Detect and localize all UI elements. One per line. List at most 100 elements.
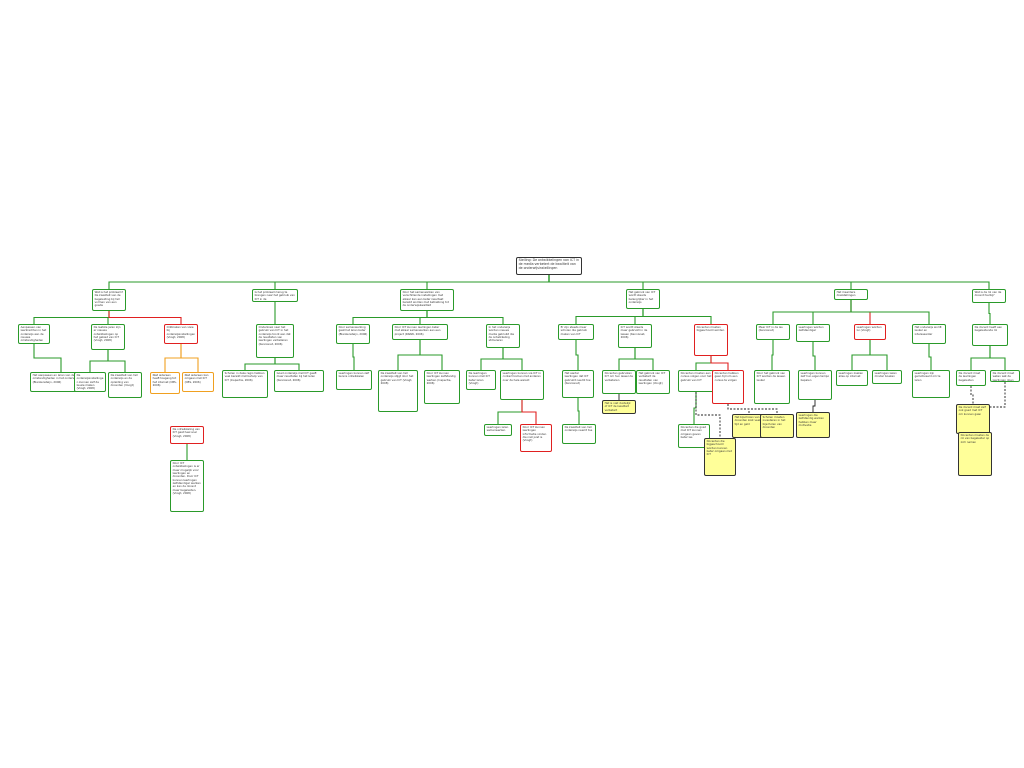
connector-line — [548, 275, 852, 289]
mind-map-node[interactable]: De docent moet weten wat de leerlingen d… — [990, 370, 1020, 382]
mind-map-node[interactable]: Docenten hebben geen tijd om een cursus … — [712, 370, 744, 404]
mind-map-node[interactable]: De docent heeft een begeleidende rol — [972, 324, 1008, 346]
connector-line — [108, 311, 182, 324]
connector-line — [426, 275, 550, 289]
mind-map-node[interactable]: Docenten moeten een cursus volgen voor h… — [678, 370, 714, 392]
mind-map-node[interactable]: Leerlingen worden lui (Voogt) — [854, 324, 886, 340]
mind-map-node[interactable]: Het meerdere doelstellingen — [834, 289, 868, 300]
mind-map-node[interactable]: Is het probleem terug te brengen naar he… — [252, 289, 298, 302]
connector-line — [89, 350, 109, 372]
mind-map-node[interactable]: Leerlingen kunnen zelf kennis ontwikkele… — [336, 370, 372, 390]
connector-line — [108, 275, 550, 289]
mind-map-node[interactable]: Door het samenwerken van verschillende i… — [400, 289, 454, 311]
mind-map-node[interactable]: Door ICT kunnen leerlingen informatie vi… — [520, 424, 552, 452]
connector-line — [988, 303, 991, 324]
mind-map-node[interactable]: Door samenwerking gaat het leren beter (… — [336, 324, 370, 344]
mind-map-node[interactable]: Leerlingen zoeken alles op internet — [836, 370, 868, 386]
mind-map-node[interactable]: Door ICT kunnen leerlingen zelfstandig w… — [424, 370, 460, 404]
mind-map-node[interactable]: De laatste jaren zijn er nieuwe ontwikke… — [91, 324, 125, 350]
connector-line — [634, 348, 654, 370]
mind-map-node[interactable]: ICT wordt steeds meer gebruikt in de les… — [618, 324, 652, 348]
connector-line — [397, 340, 421, 370]
mind-map-node[interactable]: Het aantal leerlingen dat ICT gebruikt n… — [562, 370, 594, 398]
connector-line — [575, 340, 579, 370]
connector-line — [727, 404, 778, 414]
mind-map-node[interactable]: Door ICT ontwikkelingen is er meer mogel… — [170, 460, 204, 512]
note-node[interactable]: Docenten die bijgeschoold worden kunnen … — [704, 438, 736, 476]
connector-line — [812, 400, 816, 412]
note-node[interactable]: De docent moet zelf ook goed met ICT om … — [956, 404, 990, 434]
connector-line — [851, 340, 871, 370]
mind-map-node[interactable]: Onderzoek naar het gebruik van ICT in he… — [256, 324, 294, 358]
mind-map-node[interactable]: Goed onderwijs met ICT geeft meer result… — [274, 370, 324, 392]
connector-line — [274, 358, 300, 370]
mind-map-node[interactable]: Meer ICT in de les (Kennisnet) — [756, 324, 790, 340]
connector-line — [107, 350, 126, 372]
connector-line — [812, 300, 852, 324]
connector-line — [869, 340, 888, 370]
mind-map-node[interactable]: De onderwijsinstellingen kunnen zelf de … — [74, 372, 106, 392]
connector-line — [618, 348, 636, 370]
mind-map-node[interactable]: Ontbreken van visie bij onderwijsinstell… — [164, 324, 198, 344]
connector-line — [850, 300, 871, 324]
connector-line — [727, 404, 750, 414]
mind-map-node[interactable]: De leerlingen kunnen met ICT beter leren… — [466, 370, 496, 390]
mind-map-node[interactable]: Wat is de rol van de docent hierbij? — [972, 289, 1006, 303]
note-node[interactable]: Het is niet duidelijk of ICT de kwalitei… — [602, 400, 636, 414]
connector-line — [771, 340, 774, 370]
note-node[interactable]: Docenten moeten de rol van begeleider op… — [958, 432, 992, 476]
connector-line — [419, 311, 428, 324]
mind-map-node[interactable]: De kwaliteit van het onderwijs stijgt do… — [378, 370, 418, 412]
connector-line — [352, 311, 428, 324]
mind-map-node[interactable]: Door ICT kunnen leerlingen beter met elk… — [392, 324, 448, 340]
root-node[interactable]: Stelling: De ontwikkelingen van ICT in d… — [516, 257, 582, 275]
connector-line — [107, 311, 110, 324]
connector-line — [33, 311, 110, 324]
mind-map-node[interactable]: Wat is het probleem? De kwaliteit van de… — [92, 289, 126, 311]
mind-map-node[interactable]: De kwaliteit van het onderwijs neemt toe — [562, 424, 596, 444]
mind-map-node[interactable]: Leerlingen leren samenwerken — [484, 424, 512, 436]
connector-line — [164, 344, 182, 372]
connector-line — [548, 275, 990, 289]
mind-map-node[interactable]: De ontwikkeling van ICT gaat heel snel (… — [170, 426, 204, 444]
connector-line — [419, 340, 443, 370]
connector-line — [502, 348, 523, 370]
connector-line — [642, 309, 712, 324]
mind-map-node[interactable]: Docenten gebruiken ICT om hun lessen te … — [602, 370, 636, 394]
mind-map-node[interactable]: Leerlingen worden zelfstandiger — [796, 324, 830, 342]
mind-map-node[interactable]: Niet iedereen heeft toegang tot het inte… — [150, 372, 180, 394]
mind-map-node[interactable]: Leerlingen kunnen zelf hun eigen tempo b… — [798, 370, 832, 400]
mind-map-node[interactable]: Het gebruik van ICT wordt steeds belangr… — [626, 289, 660, 309]
mind-map-node[interactable]: Docenten die goed met ICT kunnen omgaan … — [678, 424, 710, 448]
mind-map-node[interactable]: Het gebruik van ICT verbetert de resulta… — [636, 370, 670, 394]
connector-line — [426, 311, 504, 324]
mind-map-node[interactable]: Door het gebruik van ICT worden de lesse… — [754, 370, 790, 404]
mind-map-node[interactable]: Aanpassen van leerkrachten in het onderw… — [18, 324, 50, 344]
mind-map-node[interactable]: Het onderwijs wordt leuker en interessan… — [912, 324, 946, 344]
mind-map-node[interactable]: De kwaliteit van het onderwijs en de opl… — [108, 372, 142, 398]
mind-map-node[interactable]: De docent moet de leerlingen begeleiden — [956, 370, 986, 386]
connector-line — [989, 346, 1006, 370]
connector-line — [695, 356, 712, 370]
connector-line — [244, 358, 276, 370]
connector-line — [548, 275, 644, 289]
mind-map-node[interactable]: Leerlingen lezen minder boeken — [872, 370, 902, 384]
note-node[interactable]: Leerlingen die zelfstandig werken hebben… — [796, 412, 830, 438]
connector-line — [577, 398, 580, 424]
connector-line — [772, 300, 852, 324]
mind-map-node[interactable]: Docenten moeten bijgeschoold worden — [694, 324, 728, 356]
mind-map-node[interactable]: Er zijn steeds meer scholen die gebruik … — [558, 324, 594, 340]
connector-line — [521, 400, 537, 424]
mind-map-node[interactable]: Niet iedereen kan omgaan met ICT (CBS, 2… — [182, 372, 214, 392]
mind-map-node[interactable]: Leerlingen zijn gemotiveerd om te leren — [912, 370, 950, 398]
mind-map-node[interactable]: Scholen in deze regio hebben veel bereik… — [222, 370, 268, 398]
mind-map-node[interactable]: Leerlingen kunnen via ICT in contact kom… — [500, 370, 544, 400]
note-node[interactable]: Scholen moeten investeren in het bijscho… — [760, 414, 794, 438]
connector-line — [928, 344, 932, 370]
connector-line — [634, 309, 644, 324]
mind-map-node[interactable]: In het onderwijs worden nieuwe media geb… — [486, 324, 520, 348]
connector-line — [33, 344, 62, 372]
connector-line — [480, 348, 504, 370]
connector-line — [180, 344, 199, 372]
